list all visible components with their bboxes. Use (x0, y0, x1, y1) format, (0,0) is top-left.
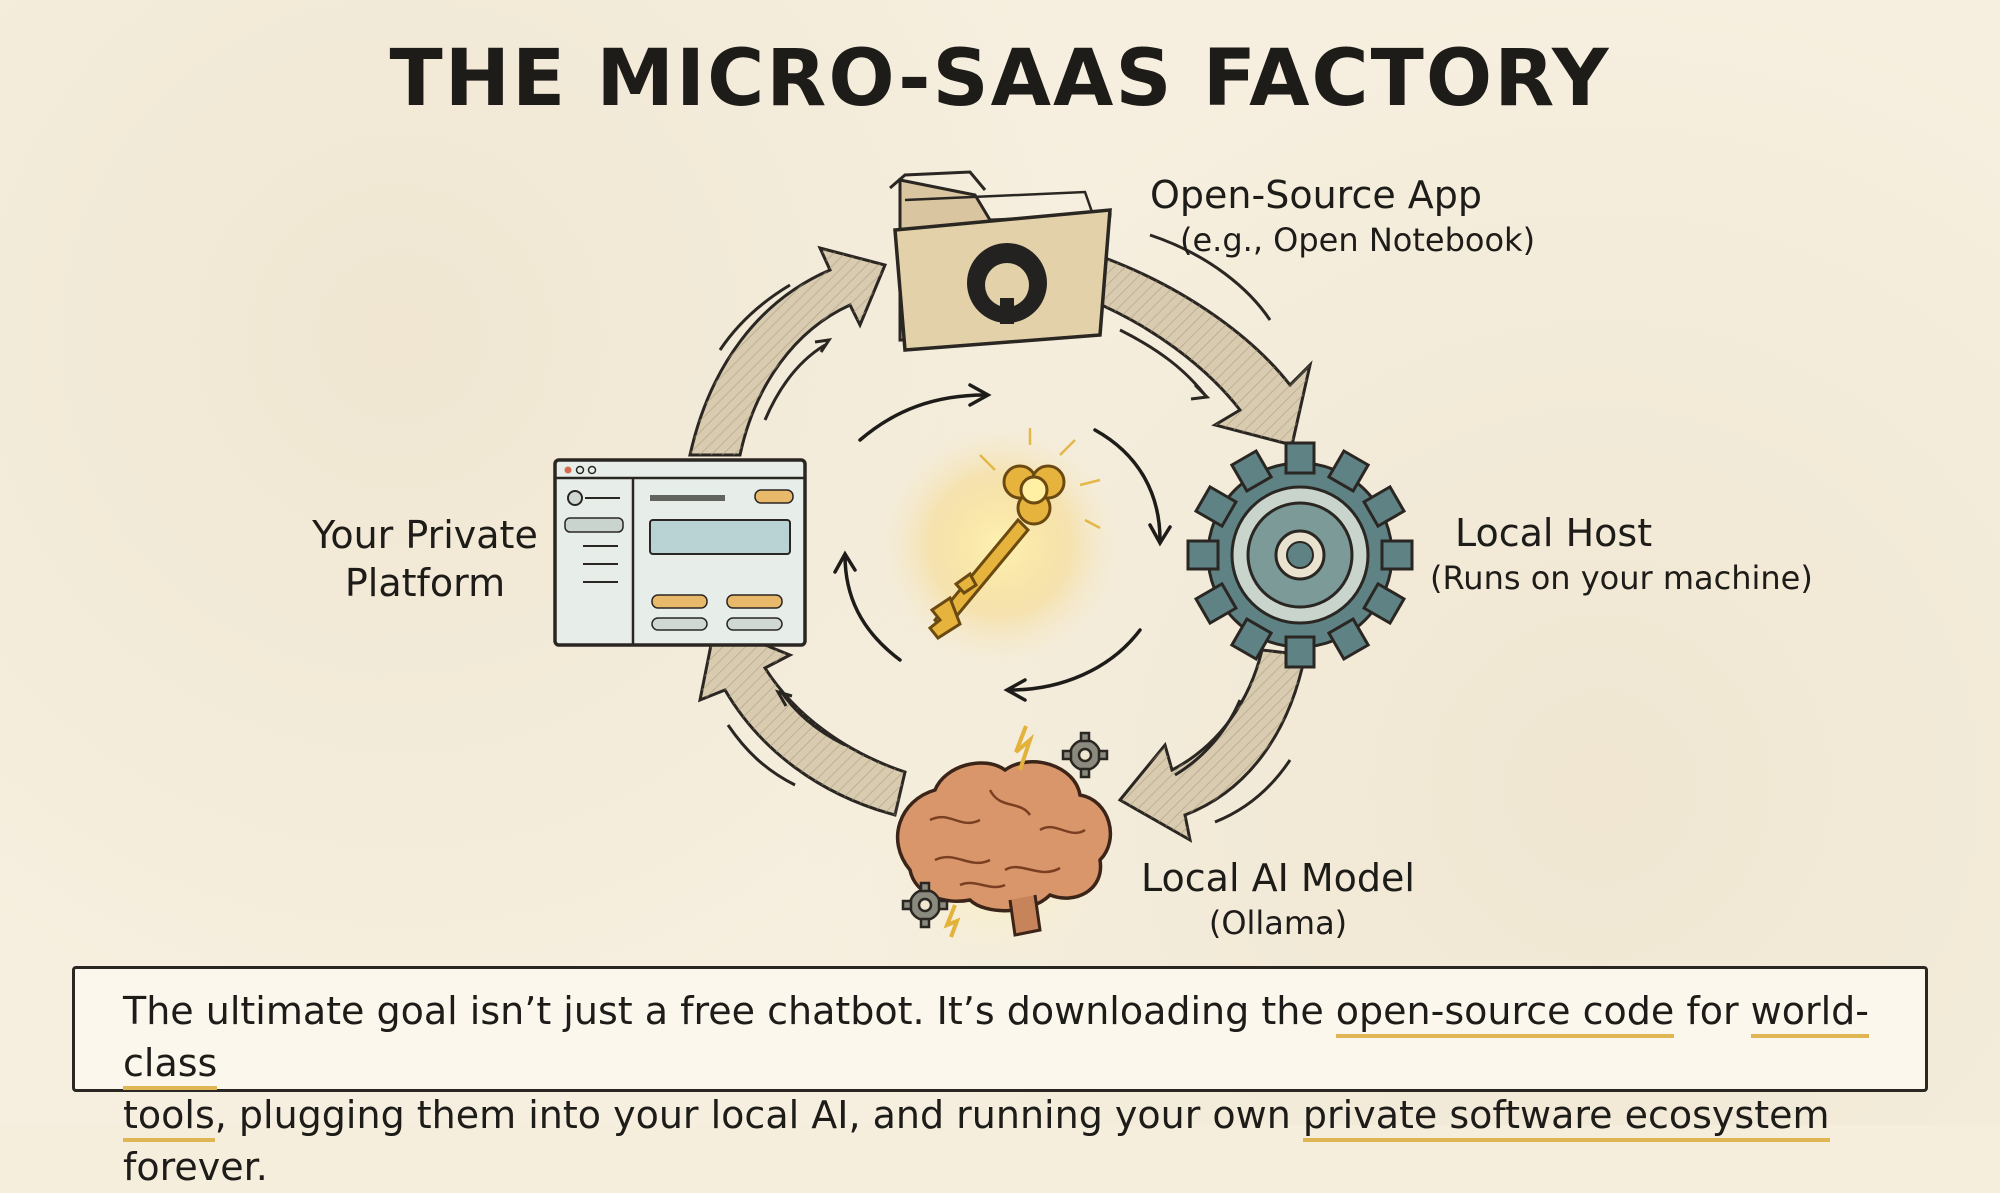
local-host-label: Local Host (Runs on your machine) (1430, 510, 1813, 598)
gear-icon (1186, 441, 1414, 669)
open-source-app-sub: (e.g., Open Notebook) (1180, 220, 1536, 259)
arrow-brain-to-platform (697, 622, 907, 817)
private-platform-line1: Your Private (312, 513, 538, 557)
caption-text: for (1674, 989, 1751, 1033)
app-window-icon (553, 458, 807, 647)
open-source-app-label: Open-Source App (e.g., Open Notebook) (1150, 172, 1535, 260)
diagram-art (553, 170, 1414, 975)
private-platform-line2: Platform (344, 560, 506, 605)
arrow-host-to-brain (1117, 648, 1307, 843)
arrow-platform-to-app (688, 245, 888, 457)
inner-cycle-arrows (833, 383, 1172, 702)
private-platform-label: Your Private Platform (300, 512, 550, 607)
open-source-app-title: Open-Source App (1150, 173, 1483, 217)
github-folder-icon (889, 170, 1112, 352)
caption-text: , plugging them into your local AI, and … (214, 1093, 1303, 1137)
caption-text: The ultimate goal isn’t just a free chat… (123, 989, 1336, 1033)
local-ai-model-label: Local AI Model (Ollama) (1138, 855, 1418, 943)
caption-box: The ultimate goal isn’t just a free chat… (72, 966, 1928, 1189)
local-ai-model-title: Local AI Model (1141, 856, 1415, 900)
local-ai-model-sub: (Ollama) (1208, 903, 1348, 942)
caption-highlight: world-class (123, 989, 1870, 1090)
brain-icon (880, 725, 1120, 975)
caption-highlight: open-source code (1335, 989, 1675, 1038)
arrow-app-to-host (1088, 233, 1313, 447)
caption-highlight: tools (123, 1093, 215, 1142)
caption-text: forever. (123, 1145, 268, 1189)
golden-key-icon (870, 415, 1130, 675)
page-title: THE MICRO-SAAS FACTORY (389, 34, 1611, 124)
local-host-sub: (Runs on your machine) (1430, 558, 1813, 597)
local-host-title: Local Host (1455, 511, 1653, 555)
caption-highlight: private software ecosystem (1302, 1093, 1830, 1142)
